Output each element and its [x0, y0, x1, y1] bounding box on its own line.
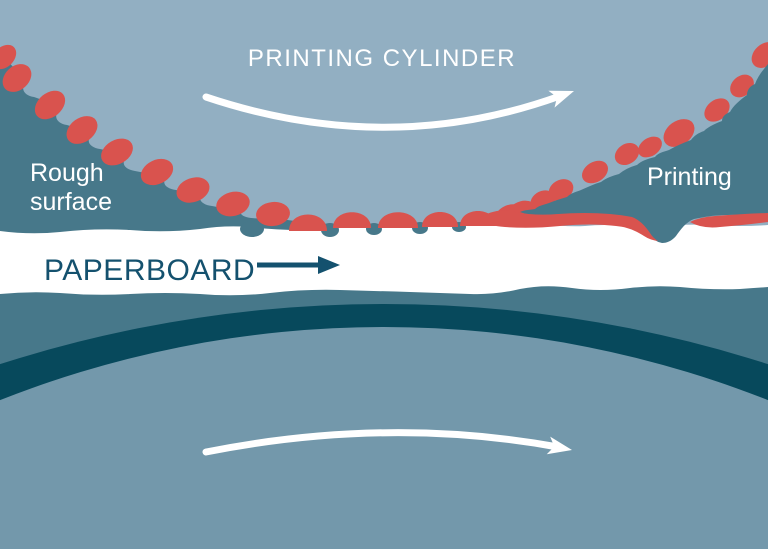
printing-cylinder-label: PRINTING CYLINDER: [248, 45, 516, 72]
ink-droplet: [378, 212, 418, 228]
ink-droplet: [0, 44, 17, 70]
surface-bump: [240, 221, 264, 237]
cylinder-rotation-arrow-top-icon: [202, 90, 574, 131]
ink-droplet: [66, 116, 98, 144]
arrow-head: [548, 90, 574, 108]
ink-droplet: [663, 119, 695, 147]
ink-droplet: [704, 98, 730, 122]
ink-droplet: [422, 212, 458, 227]
ink-droplet: [638, 136, 662, 158]
ink-droplet: [751, 42, 768, 68]
impression-cylinder-core: [0, 327, 768, 549]
ink-droplet: [176, 177, 210, 203]
rough-surface-label-line1: Rough: [30, 159, 104, 187]
ink-droplet: [2, 64, 32, 92]
ink-droplet: [333, 212, 371, 228]
arrow-curve: [202, 92, 564, 131]
paperboard-shape: [0, 221, 768, 305]
ink-droplet: [256, 201, 290, 227]
printing-label: Printing: [647, 163, 732, 191]
arrow-curve: [202, 429, 562, 456]
cylinder-rotation-arrow-bottom-icon: [202, 429, 572, 456]
ink-droplet: [216, 191, 250, 217]
ink-film-right: [690, 213, 768, 228]
printing-surface-shape: [520, 64, 768, 243]
ink-droplet: [289, 214, 327, 231]
ink-droplet: [140, 158, 174, 186]
rough-surface-label-line2: surface: [30, 188, 112, 216]
paperboard-direction-arrow-icon: [257, 256, 340, 274]
ink-droplet: [548, 179, 574, 201]
ink-film-left: [478, 210, 658, 241]
arrow-head: [318, 256, 340, 274]
rough-surface-shape: [0, 55, 330, 260]
ink-droplet: [34, 90, 66, 120]
ink-droplets-left: [0, 44, 290, 227]
ink-droplet: [614, 142, 640, 166]
arrow-head: [546, 436, 572, 455]
ink-droplet: [581, 160, 609, 184]
paperboard-label: PAPERBOARD: [44, 254, 255, 287]
ink-droplet: [101, 138, 133, 166]
